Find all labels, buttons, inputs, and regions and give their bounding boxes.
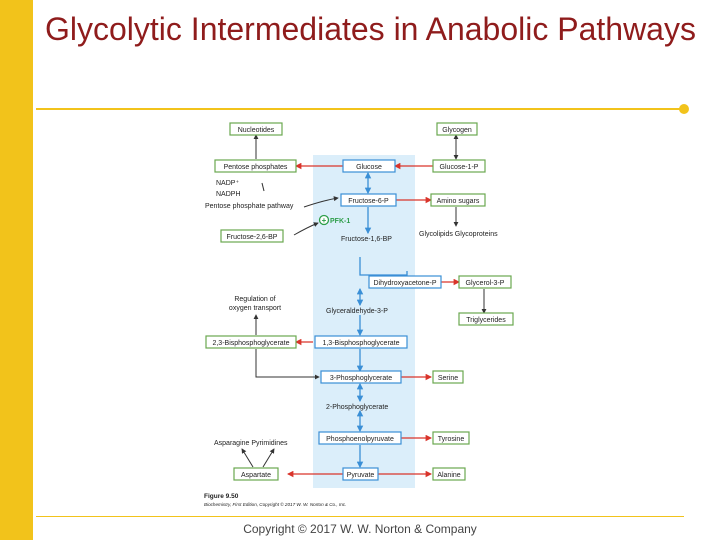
arrow-f16bp-dhap (359, 257, 408, 276)
box-alanine-label: Alanine (437, 472, 460, 479)
box-fructose-26bp (220, 229, 284, 243)
slide-title: Glycolytic Intermediates in Anabolic Pat… (45, 11, 696, 47)
box-glucose-1p (432, 159, 486, 173)
box-tyrosine (432, 431, 470, 445)
box-serine (432, 370, 464, 384)
pfk1-plus-badge (318, 214, 330, 226)
box-pep (318, 431, 402, 445)
box-glycerol-3p-label: Glycerol-3-P (466, 280, 505, 287)
arrow-f26bp-pfk (293, 222, 319, 236)
box-23-bpg-label: 2,3-Bisphosphoglycerate (212, 340, 289, 347)
label-glyceraldehyde-3p: Glyceraldehyde-3-P (326, 308, 388, 315)
copyright-footer: Copyright © 2017 W. W. Norton & Company (243, 522, 477, 536)
arrow-aspartate-pyrimidines (262, 448, 275, 468)
title-underline (36, 108, 684, 110)
label-glycolipids-glycoproteins: Glycolipids Glycoproteins (419, 231, 498, 238)
box-3-pg-label: 3-Phosphoglycerate (330, 375, 392, 382)
box-nucleotides (229, 122, 283, 136)
metabolic-diagram: + Nucleotides Glycogen Pentose phosphate… (200, 115, 520, 515)
box-fructose-6p-label: Fructose-6-P (348, 198, 389, 205)
box-amino-sugars (430, 193, 486, 207)
arrow-aspartate-asparagine (241, 448, 254, 468)
box-pyruvate (342, 467, 379, 481)
box-aspartate-label: Aspartate (241, 472, 271, 479)
box-alanine (432, 467, 466, 481)
box-glycogen (436, 122, 478, 136)
box-fructose-26bp-label: Fructose-2,6-BP (227, 234, 278, 241)
box-nucleotides-label: Nucleotides (238, 127, 275, 134)
pfk1-plus-sign: + (322, 216, 327, 225)
label-nadph: NADPH (216, 191, 241, 198)
box-23-bpg (205, 335, 297, 349)
label-regulation-line1: Regulation of (234, 296, 275, 303)
figure-label: Figure 9.50 (204, 493, 239, 500)
left-accent-bar (0, 0, 33, 540)
box-pentose-phosphates-label: Pentose phosphates (224, 164, 288, 171)
box-triglycerides-label: Triglycerides (466, 317, 506, 324)
box-pyruvate-label: Pyruvate (347, 472, 375, 479)
label-fructose-16bp: Fructose-1,6-BP (341, 236, 392, 243)
box-glycogen-label: Glycogen (442, 127, 472, 134)
box-dihydroxyacetone-p (368, 275, 442, 289)
box-triglycerides (458, 312, 514, 326)
box-13-bpg (314, 335, 408, 349)
label-nadp: NADP⁺ (216, 180, 239, 187)
arrow-pentose-f6p (303, 196, 339, 208)
box-glucose-label: Glucose (356, 164, 382, 171)
box-13-bpg-label: 1,3-Bisphosphoglycerate (322, 340, 399, 347)
footer-rule (36, 516, 684, 517)
box-tyrosine-label: Tyrosine (438, 436, 465, 443)
box-pep-label: Phosphoenolpyruvate (326, 436, 394, 443)
box-serine-label: Serine (438, 375, 458, 382)
box-glucose (342, 159, 396, 173)
title-underline-dot (679, 104, 689, 114)
box-dihydroxyacetone-p-label: Dihydroxyacetone-P (373, 280, 436, 287)
label-2-pg: 2-Phosphoglycerate (326, 404, 388, 411)
nadp-nadph-curve (261, 182, 265, 192)
label-pfk1: PFK-1 (330, 218, 350, 225)
diagram-svg: + Nucleotides Glycogen Pentose phosphate… (204, 122, 514, 507)
figure-credit: Biochemistry, First Edition, Copyright ©… (204, 501, 346, 507)
box-fructose-6p (340, 193, 397, 207)
label-regulation-line2: oxygen transport (229, 305, 281, 312)
box-glucose-1p-label: Glucose-1-P (440, 164, 479, 171)
box-3-pg (320, 370, 402, 384)
arrow-23bpg-3pg (255, 349, 320, 380)
label-asparagine-pyrimidines: Asparagine Pyrimidines (214, 440, 288, 447)
box-pentose-phosphates (214, 159, 297, 173)
box-glycerol-3p (458, 275, 512, 289)
box-amino-sugars-label: Amino sugars (437, 198, 480, 205)
label-pentose-pathway: Pentose phosphate pathway (205, 203, 294, 210)
box-aspartate (233, 467, 279, 481)
